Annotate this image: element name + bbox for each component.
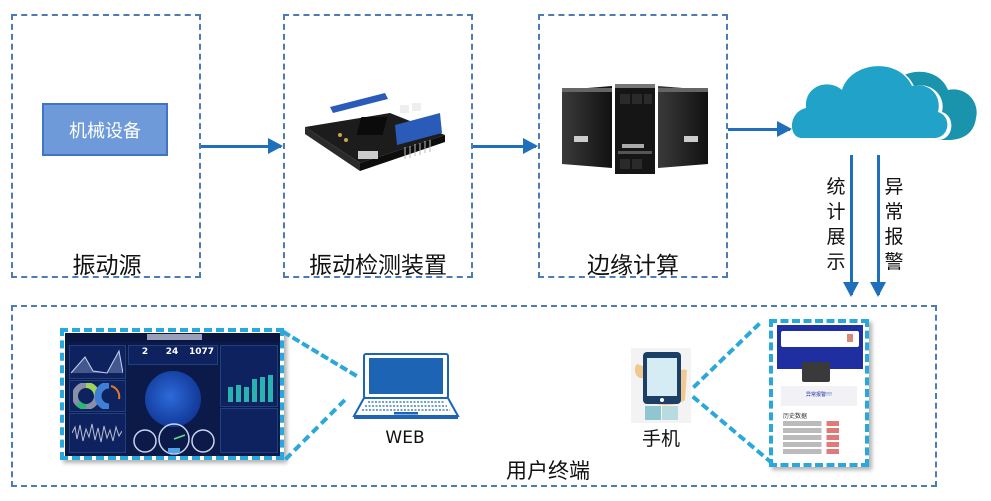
abnormal-alarm-label: 异 常 报 警 <box>884 176 904 273</box>
phone-in-hand-icon <box>631 348 691 423</box>
flow-arrow-2 <box>473 138 538 154</box>
stage-box-edge-computing <box>538 14 728 278</box>
web-dashboard-screenshot: 2 24 1077 <box>65 333 280 456</box>
stage-box-vibration-detector <box>283 14 473 278</box>
mobile-screenshot-callout-frame <box>769 319 869 467</box>
web-dashboard-callout-frame <box>60 328 284 460</box>
stage-box-vibration-source <box>11 14 201 278</box>
machine-equipment-node: 机械设备 <box>42 103 168 156</box>
flow-arrow-3 <box>728 121 792 137</box>
flow-arrow-1 <box>201 138 283 154</box>
server-towers-icon <box>562 84 708 174</box>
alarm-arrow <box>870 155 886 297</box>
stage-label-vibration-source: 振动源 <box>72 253 142 279</box>
circuit-board-icon <box>305 93 445 171</box>
cloud-icon <box>791 66 977 140</box>
mobile-app-screenshot: 异常报警!!! 历史数据 <box>775 323 865 463</box>
stage-label-vibration-detector: 振动检测装置 <box>309 253 447 279</box>
stats-display-label: 统 计 展 示 <box>826 176 846 273</box>
mobile-label: 手机 <box>641 428 680 450</box>
kpi-value-2: 24 <box>165 347 179 357</box>
mobile-alert-text: 异常报警!!! <box>805 392 832 398</box>
web-label: WEB <box>385 428 425 448</box>
user-terminal-box <box>11 305 937 487</box>
user-terminal-label: 用户终端 <box>506 459 590 483</box>
stats-display-arrow <box>843 155 859 297</box>
kpi-value-3: 1077 <box>189 347 215 357</box>
laptop-icon <box>352 353 460 419</box>
kpi-value-1: 2 <box>141 347 149 357</box>
stage-label-edge-computing: 边缘计算 <box>587 253 679 279</box>
mobile-history-title: 历史数据 <box>783 413 808 420</box>
